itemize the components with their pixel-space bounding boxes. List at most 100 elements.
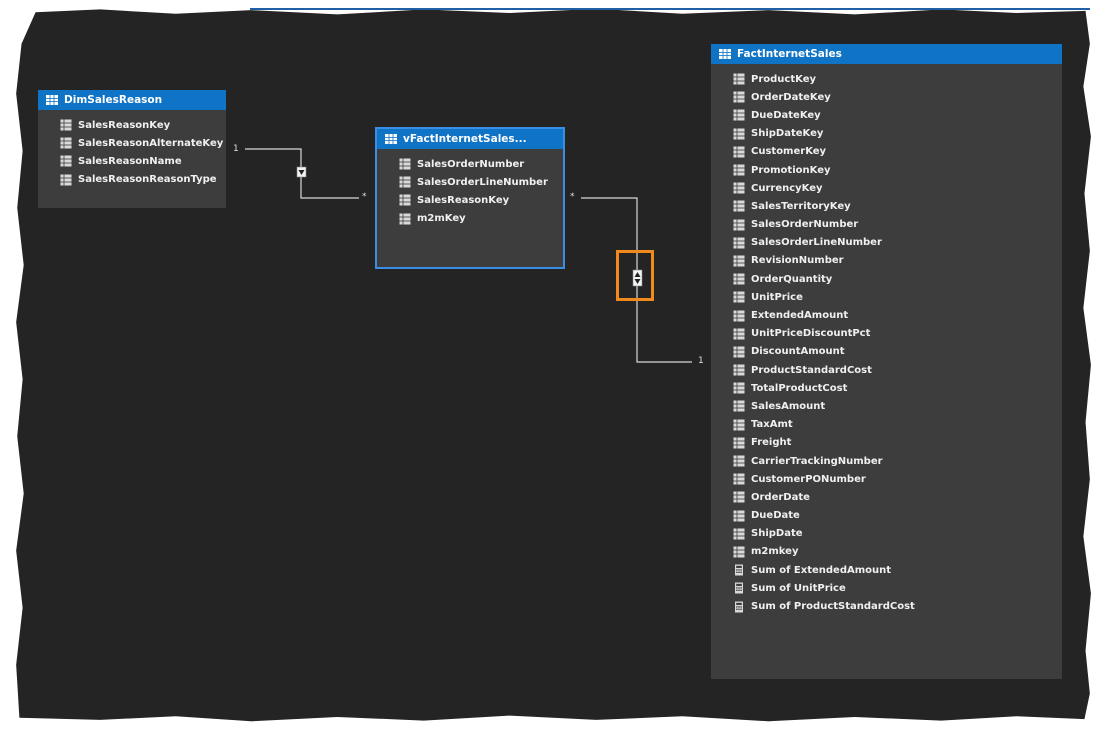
column-icon — [733, 182, 745, 195]
column-item[interactable]: PromotionKey — [733, 161, 1062, 179]
column-name: OrderDate — [751, 491, 810, 503]
column-name: UnitPrice — [751, 291, 803, 303]
column-item[interactable]: SalesReasonKey — [60, 116, 226, 134]
column-item[interactable]: ShipDateKey — [733, 125, 1062, 143]
column-item[interactable]: SalesReasonName — [60, 152, 226, 170]
column-icon — [733, 273, 745, 286]
column-name: SalesReasonKey — [417, 194, 510, 206]
table-card-dimsalesreason[interactable]: DimSalesReason SalesReasonKey SalesReaso… — [38, 90, 226, 208]
column-icon — [733, 527, 745, 540]
column-item[interactable]: TotalProductCost — [733, 379, 1062, 397]
table-header[interactable]: FactInternetSales — [711, 44, 1062, 64]
column-item[interactable]: m2mkey — [733, 543, 1062, 561]
column-item[interactable]: OrderDate — [733, 488, 1062, 506]
column-item[interactable]: CustomerPONumber — [733, 470, 1062, 488]
measure-name: Sum of ProductStandardCost — [751, 601, 915, 613]
column-name: SalesAmount — [751, 400, 826, 412]
column-name: ProductKey — [751, 73, 816, 85]
column-item[interactable]: SalesOrderNumber — [399, 155, 563, 173]
column-item[interactable]: RevisionNumber — [733, 252, 1062, 270]
column-icon — [733, 236, 745, 249]
column-item[interactable]: DueDate — [733, 507, 1062, 525]
column-icon — [733, 218, 745, 231]
measure-item[interactable]: Sum of ProductStandardCost — [733, 597, 1062, 615]
column-name: ShipDateKey — [751, 128, 824, 140]
table-icon — [719, 49, 731, 59]
column-icon — [733, 345, 745, 358]
column-item[interactable]: UnitPriceDiscountPct — [733, 325, 1062, 343]
calculator-icon — [735, 601, 743, 613]
column-name: Freight — [751, 437, 792, 449]
column-icon — [60, 173, 72, 186]
column-icon — [733, 254, 745, 267]
column-item[interactable]: ShipDate — [733, 525, 1062, 543]
table-header[interactable]: vFactInternetSales... — [377, 129, 563, 149]
column-item[interactable]: OrderDateKey — [733, 88, 1062, 106]
relationship-cardinality-many: * — [362, 192, 367, 202]
relationship-cardinality-many: * — [570, 192, 575, 202]
table-icon — [46, 95, 58, 105]
column-name: SalesOrderLineNumber — [751, 237, 882, 249]
column-icon — [733, 436, 745, 449]
measure-item[interactable]: Sum of UnitPrice — [733, 579, 1062, 597]
table-title: vFactInternetSales... — [403, 133, 527, 145]
column-item[interactable]: SalesAmount — [733, 397, 1062, 415]
column-icon — [733, 164, 745, 177]
column-item[interactable]: CarrierTrackingNumber — [733, 452, 1062, 470]
column-item[interactable]: ProductKey — [733, 70, 1062, 88]
column-name: SalesReasonName — [78, 155, 182, 167]
column-item[interactable]: SalesOrderNumber — [733, 216, 1062, 234]
column-item[interactable]: m2mKey — [399, 210, 563, 228]
column-icon — [733, 364, 745, 377]
column-item[interactable]: SalesReasonReasonType — [60, 171, 226, 189]
column-name: DueDateKey — [751, 109, 821, 121]
column-item[interactable]: CurrencyKey — [733, 179, 1062, 197]
column-item[interactable]: ExtendedAmount — [733, 306, 1062, 324]
column-item[interactable]: DueDateKey — [733, 106, 1062, 124]
table-icon — [385, 134, 397, 144]
column-name: OrderQuantity — [751, 273, 833, 285]
column-name: SalesTerritoryKey — [751, 200, 851, 212]
column-icon — [733, 127, 745, 140]
column-name: m2mkey — [751, 546, 799, 558]
table-title: FactInternetSales — [737, 48, 842, 60]
column-item[interactable]: OrderQuantity — [733, 270, 1062, 288]
table-card-vfactinternetsales[interactable]: vFactInternetSales... SalesOrderNumber S… — [375, 127, 565, 269]
column-icon — [733, 382, 745, 395]
column-name: SalesOrderNumber — [751, 219, 859, 231]
column-name: SalesOrderLineNumber — [417, 176, 548, 188]
table-header[interactable]: DimSalesReason — [38, 90, 226, 110]
table-title: DimSalesReason — [64, 94, 163, 106]
column-item[interactable]: SalesReasonAlternateKey — [60, 134, 226, 152]
measure-item[interactable]: Sum of ExtendedAmount — [733, 561, 1062, 579]
column-item[interactable]: DiscountAmount — [733, 343, 1062, 361]
column-item[interactable]: CustomerKey — [733, 143, 1062, 161]
column-name: DiscountAmount — [751, 346, 845, 358]
measure-name: Sum of UnitPrice — [751, 582, 846, 594]
relationship-cardinality-one: 1 — [233, 144, 239, 154]
column-item[interactable]: SalesTerritoryKey — [733, 197, 1062, 215]
column-item[interactable]: SalesReasonKey — [399, 191, 563, 209]
column-icon — [733, 91, 745, 104]
column-list: SalesReasonKey SalesReasonAlternateKey S… — [38, 110, 226, 189]
column-icon — [60, 137, 72, 150]
column-name: SalesReasonReasonType — [78, 174, 217, 186]
column-icon — [733, 200, 745, 213]
column-icon — [733, 109, 745, 122]
column-icon — [399, 176, 411, 189]
column-icon — [733, 455, 745, 468]
column-item[interactable]: SalesOrderLineNumber — [733, 234, 1062, 252]
column-icon — [399, 212, 411, 225]
column-item[interactable]: SalesOrderLineNumber — [399, 173, 563, 191]
column-icon — [733, 73, 745, 86]
column-item[interactable]: TaxAmt — [733, 416, 1062, 434]
column-item[interactable]: Freight — [733, 434, 1062, 452]
column-icon — [733, 509, 745, 522]
relationship-highlight-box — [616, 250, 654, 301]
relationship-cardinality-one: 1 — [698, 356, 704, 366]
column-name: RevisionNumber — [751, 255, 844, 267]
column-item[interactable]: UnitPrice — [733, 288, 1062, 306]
column-item[interactable]: ProductStandardCost — [733, 361, 1062, 379]
column-icon — [733, 418, 745, 431]
